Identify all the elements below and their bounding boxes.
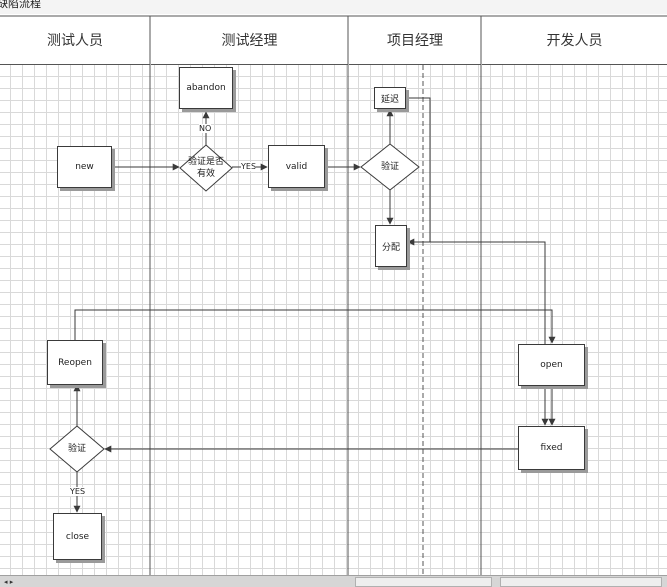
node-label: 延迟 [380,94,399,105]
edge-label-yes-valid: YES [241,162,257,171]
node-label: fixed [540,443,563,453]
lane-title: 项目经理 [387,33,443,49]
lane-header-tester: 测试人员 [0,16,150,65]
decision-tester-verify-label: 验证 [67,444,86,454]
lane-header-developer: 开发人员 [482,16,667,65]
node-label: valid [285,161,308,172]
decision-pm-verify-label: 验证 [380,162,399,172]
lane-title: 测试经理 [221,33,278,49]
node-reopen[interactable]: Reopen [47,340,103,385]
node-open[interactable]: open [518,344,585,386]
node-defer[interactable]: 延迟 [374,87,406,109]
window-title: 缺陷流程 [0,0,41,10]
lane-title: 开发人员 [546,33,603,49]
node-label: abandon [186,83,226,93]
node-close[interactable]: close [53,513,102,560]
node-valid[interactable]: valid [268,145,325,188]
node-label: open [540,360,563,370]
node-label: close [65,531,90,542]
lane-header-test-manager: 测试经理 [151,16,348,65]
decision-check-valid-diamond [179,144,233,192]
sheet-tab-bar: ◂ ▸ [0,575,667,587]
edge-fixed-reassign [430,241,549,426]
node-label: new [75,162,94,172]
sheet-nav-icon[interactable]: ◂ ▸ [4,578,14,586]
node-new[interactable]: new [57,146,112,188]
node-label: 分配 [381,242,400,253]
edge-label-no: NO [199,124,212,133]
node-label: Reopen [58,357,92,368]
decision-check-valid-label: 验证是否有效 [187,157,224,179]
edge-defer-to-assign [406,97,431,246]
node-fixed[interactable]: fixed [518,426,585,470]
lane-header-project-manager: 项目经理 [349,16,481,65]
window-title-bar: 缺陷流程 [0,0,667,14]
node-abandon[interactable]: abandon [179,67,233,109]
edge-label-yes-close: YES [70,487,86,496]
edge-reopen-to-open [74,309,556,344]
lane-title: 测试人员 [47,33,103,49]
node-assign[interactable]: 分配 [375,225,407,267]
